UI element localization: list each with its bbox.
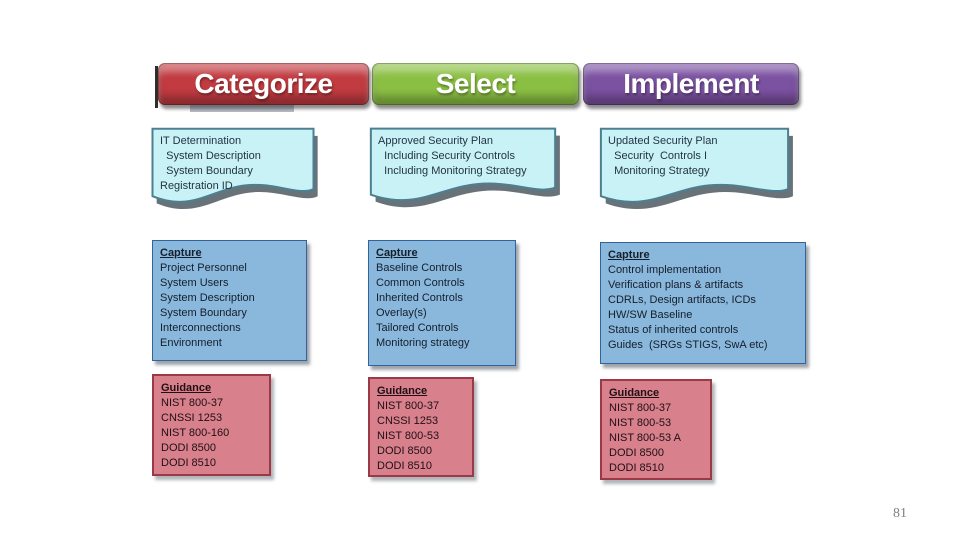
- guidance-line: NIST 800-37: [161, 397, 224, 409]
- categorize-banner: Categorize: [158, 63, 369, 105]
- select-document-lines: Approved Security Plan Including Securit…: [378, 134, 554, 179]
- capture-line: System Users: [160, 277, 229, 289]
- guidance-line: NIST 800-160: [161, 427, 230, 439]
- implement-document-lines: Updated Security Plan Security Controls …: [608, 134, 787, 179]
- guidance-line: DODI 8500: [609, 447, 665, 459]
- capture-line: Status of inherited controls: [608, 324, 739, 336]
- implement-banner: Implement: [583, 63, 799, 105]
- capture-line: Interconnections: [160, 322, 241, 334]
- categorize-document-lines: IT Determination System Description Syst…: [160, 134, 312, 194]
- capture-line: System Boundary: [160, 307, 247, 319]
- categorize-banner-label: Categorize: [194, 68, 333, 99]
- guidance-box-title: Guidance: [161, 382, 212, 394]
- implement-document-shape: Updated Security Plan Security Controls …: [598, 126, 793, 216]
- guidance-line: CNSSI 1253: [161, 412, 223, 424]
- document-line: Security Controls I: [608, 150, 708, 162]
- guidance-box-title: Guidance: [377, 385, 428, 397]
- guidance-line: DODI 8510: [161, 457, 217, 469]
- document-line: Updated Security Plan: [608, 135, 718, 147]
- capture-line: HW/SW Baseline: [608, 309, 693, 321]
- capture-line: Baseline Controls: [376, 262, 463, 274]
- document-line: Including Monitoring Strategy: [378, 165, 527, 177]
- guidance-line: NIST 800-53: [609, 417, 672, 429]
- guidance-box-title: Guidance: [609, 387, 660, 399]
- document-line: Approved Security Plan: [378, 135, 493, 147]
- banner-row-left-edge: [155, 66, 158, 108]
- guidance-line: NIST 800-53 A: [609, 432, 681, 444]
- document-line: IT Determination: [160, 135, 242, 147]
- capture-line: Tailored Controls: [376, 322, 459, 334]
- guidance-line: NIST 800-37: [377, 400, 440, 412]
- capture-line: CDRLs, Design artifacts, ICDs: [608, 294, 756, 306]
- select-document-shape: Approved Security Plan Including Securit…: [368, 126, 560, 214]
- capture-box-title: Capture: [376, 247, 418, 259]
- capture-box-title: Capture: [160, 247, 202, 259]
- document-wave-graphic: [150, 126, 318, 210]
- guidance-line: DODI 8500: [377, 445, 433, 457]
- guidance-line: NIST 800-37: [609, 402, 672, 414]
- document-line: Monitoring Strategy: [608, 165, 710, 177]
- categorize-document-shape: IT Determination System Description Syst…: [150, 126, 318, 216]
- capture-line: Overlay(s): [376, 307, 427, 319]
- guidance-line: NIST 800-53: [377, 430, 440, 442]
- document-line: System Description: [160, 150, 261, 162]
- capture-box-title: Capture: [608, 249, 650, 261]
- capture-line: Project Personnel: [160, 262, 247, 274]
- document-wave-graphic: [368, 126, 560, 208]
- capture-line: Monitoring strategy: [376, 337, 470, 349]
- document-line: System Boundary: [160, 165, 253, 177]
- guidance-line: DODI 8510: [377, 460, 433, 472]
- select-banner-label: Select: [435, 68, 516, 99]
- categorize-tab-shadow: [190, 104, 294, 112]
- guidance-line: CNSSI 1253: [377, 415, 439, 427]
- implement-banner-label: Implement: [623, 68, 759, 99]
- document-line: Registration ID: [160, 180, 233, 192]
- select-banner: Select: [372, 63, 579, 105]
- capture-line: System Description: [160, 292, 255, 304]
- capture-line: Common Controls: [376, 277, 465, 289]
- capture-line: Environment: [160, 337, 222, 349]
- guidance-line: DODI 8500: [161, 442, 217, 454]
- capture-line: Guides (SRGs STIGS, SwA etc): [608, 339, 768, 351]
- capture-line: Control implementation: [608, 264, 722, 276]
- guidance-line: DODI 8510: [609, 462, 665, 474]
- capture-line: Verification plans & artifacts: [608, 279, 744, 291]
- page-number: 81: [893, 506, 907, 521]
- document-wave-graphic: [598, 126, 793, 210]
- document-line: Including Security Controls: [378, 150, 515, 162]
- capture-line: Inherited Controls: [376, 292, 463, 304]
